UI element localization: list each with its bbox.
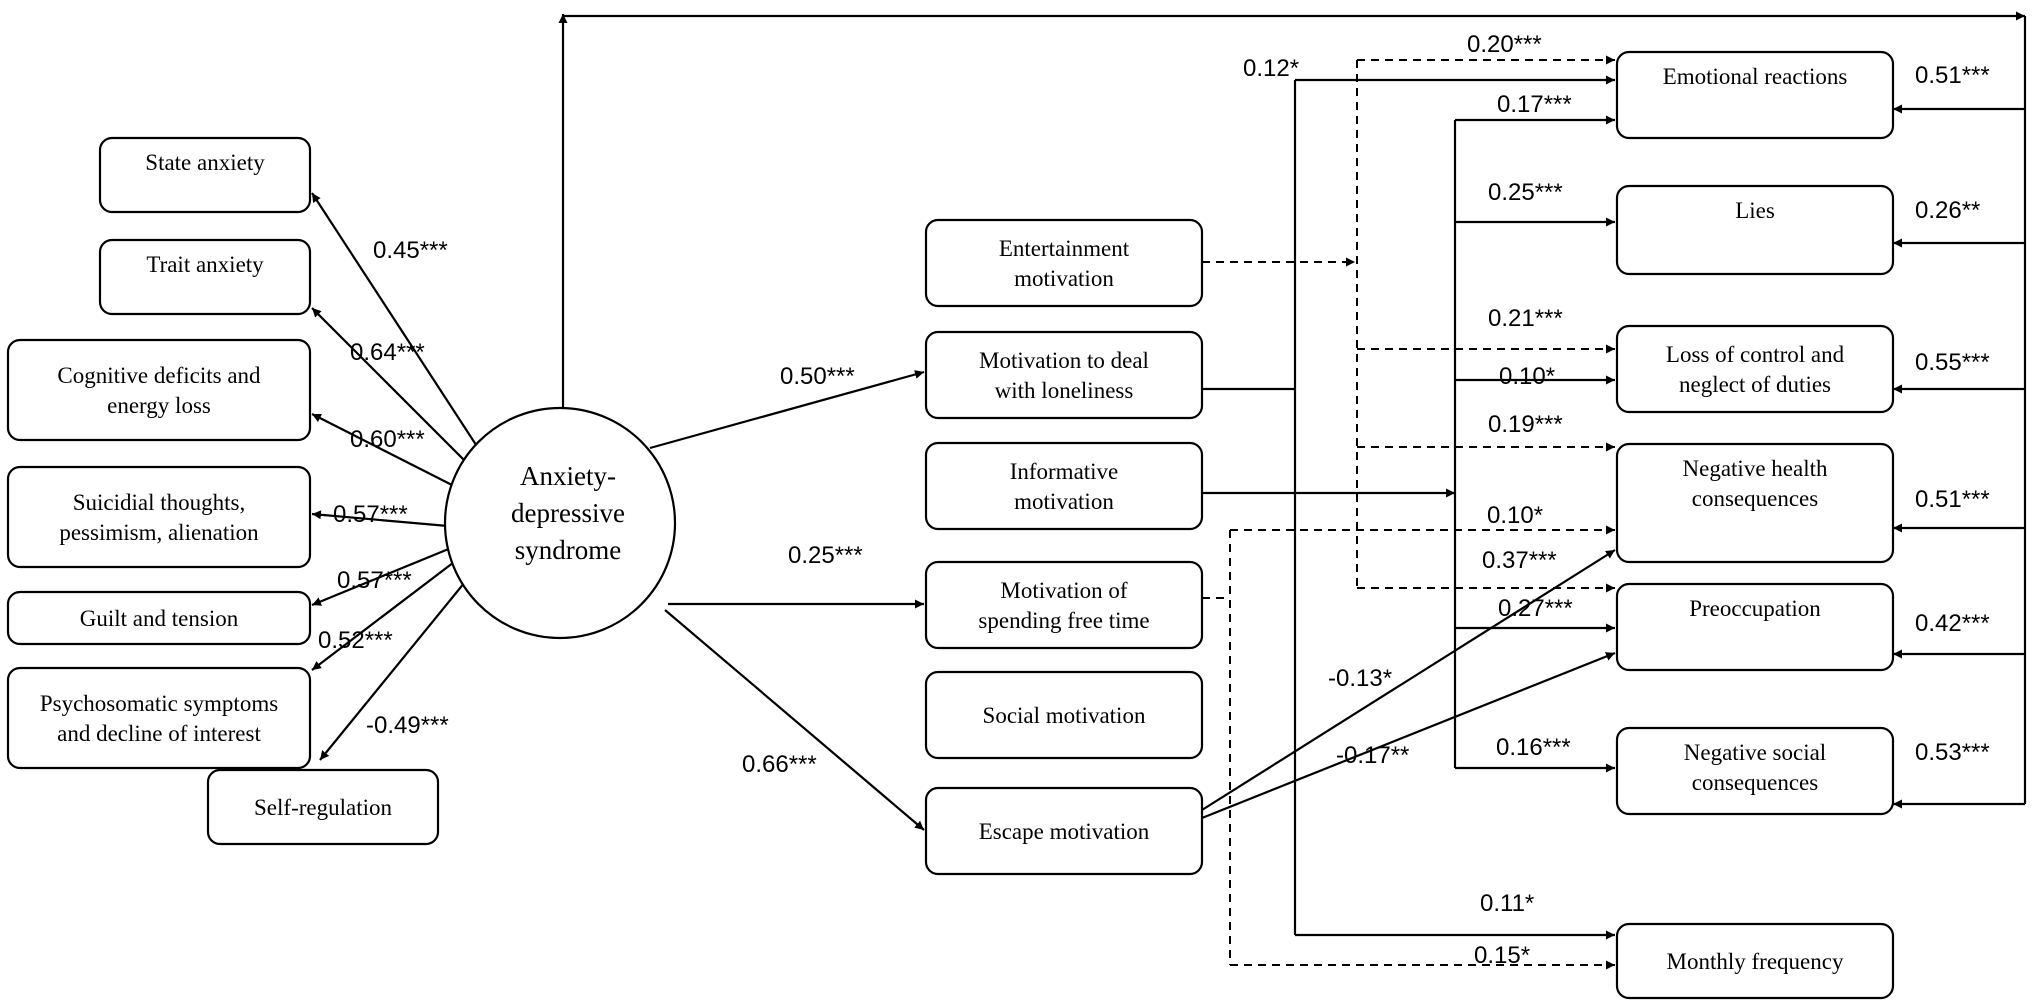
loading-coefficient: 0.57***	[337, 567, 412, 594]
error-coefficient: 0.55***	[1915, 349, 1990, 376]
motivation-box: Motivation to deal with loneliness	[924, 330, 1204, 420]
outcome-box: Preoccupation	[1615, 582, 1895, 672]
indicator-box: Psychosomatic symptoms and decline of int…	[6, 666, 312, 770]
path-coefficient: 0.66***	[742, 751, 817, 778]
motivation-box-label-line: Escape motivation	[979, 819, 1150, 844]
motivation-box: Social motivation	[924, 670, 1204, 760]
outcome-box-label-line: Preoccupation	[1689, 596, 1821, 621]
path-coefficient: 0.10*	[1499, 363, 1555, 390]
path-coefficient: 0.16***	[1496, 734, 1571, 761]
loading-coefficient: 0.64***	[350, 339, 425, 366]
outcome-box-label-line: Emotional reactions	[1663, 64, 1848, 89]
path-coefficient: 0.20***	[1467, 31, 1542, 58]
path-coefficient: 0.19***	[1488, 411, 1563, 438]
outcome-box: Emotional reactions	[1615, 50, 1895, 140]
path-coefficient: -0.17**	[1336, 742, 1409, 769]
escape-to-preoccupation-arrow	[1201, 651, 1616, 820]
loading-coefficient: 0.52***	[318, 627, 393, 654]
center-label-line: Anxiety-	[520, 461, 616, 491]
center-label-line: depressive	[511, 498, 625, 528]
indicator-box: Guilt and tension	[6, 590, 312, 646]
indicator-box-label-line: and decline of interest	[57, 721, 261, 746]
outcome-box: Loss of control and neglect of duties	[1615, 324, 1895, 414]
anxiety-depressive-syndrome-node: Anxiety-depressive syndrome	[443, 406, 677, 640]
indicator-box: State anxiety	[98, 136, 312, 214]
path-coefficient: 0.17***	[1497, 91, 1572, 118]
indicator-box: Self-regulation	[206, 768, 440, 846]
path-coefficient: 0.25***	[788, 542, 863, 569]
center-to-loneliness-arrow	[649, 370, 925, 450]
indicator-box: Suicidial thoughts, pessimism, alienation	[6, 465, 312, 569]
outcome-box: Negative health consequences	[1615, 442, 1895, 564]
motivation-box: Entertainment motivation	[924, 218, 1204, 308]
outcome-box: Negative social consequences	[1615, 726, 1895, 816]
motivation-box: Motivation of spending free time	[924, 560, 1204, 650]
indicator-box-label-line: Psychosomatic symptoms	[40, 691, 278, 716]
loading-arrow	[311, 510, 449, 528]
indicator-box-label-line: Cognitive deficits and	[57, 363, 261, 388]
error-coefficient: 0.42***	[1915, 610, 1990, 637]
path-coefficient: 0.27***	[1498, 595, 1573, 622]
outcome-box-label-line: Lies	[1735, 198, 1775, 223]
indicator-box-label-line: State anxiety	[145, 150, 265, 175]
motivation-box: Escape motivation	[924, 786, 1204, 876]
indicator-box-label-line: Suicidial thoughts,	[73, 490, 246, 515]
loading-coefficient: -0.49***	[366, 712, 449, 739]
error-coefficient: 0.26**	[1915, 197, 1980, 224]
outcome-box-label-line: Loss of control and	[1666, 342, 1845, 367]
path-coefficient: 0.37***	[1482, 547, 1557, 574]
indicator-box-label-line: pessimism, alienation	[59, 520, 259, 545]
motivation-box-label-line: motivation	[1014, 266, 1114, 291]
outcome-box-label-line: Negative social	[1684, 740, 1826, 765]
outcome-box-label-line: Monthly frequency	[1667, 949, 1844, 974]
path-coefficient: 0.50***	[780, 363, 855, 390]
indicator-box-label-line: Trait anxiety	[146, 252, 264, 277]
motivation-box-label-line: spending free time	[978, 608, 1149, 633]
motivation-box-label-line: motivation	[1014, 489, 1114, 514]
motivation-box-label-line: Motivation of	[1000, 578, 1127, 603]
outcome-box-label-line: neglect of duties	[1679, 372, 1831, 397]
outcome-box: Lies	[1615, 184, 1895, 276]
path-coefficient: -0.13*	[1328, 665, 1392, 692]
loading-arrow	[311, 192, 483, 455]
outcome-box-label-line: consequences	[1692, 486, 1818, 511]
center-to-escape-arrow	[664, 609, 925, 831]
outcome-box-label-line: consequences	[1692, 770, 1818, 795]
motivation-box-label-line: Entertainment	[999, 236, 1130, 261]
indicator-box-label-line: energy loss	[107, 393, 211, 418]
indicator-box-label-line: Guilt and tension	[80, 606, 239, 631]
indicator-box: Cognitive deficits and energy loss	[6, 338, 312, 442]
loading-arrow	[311, 546, 452, 607]
indicator-box-label-line: Self-regulation	[254, 795, 392, 820]
motivation-box-label-line: Motivation to deal	[979, 348, 1149, 373]
loading-arrow	[311, 307, 466, 462]
path-coefficient: 0.25***	[1488, 179, 1563, 206]
error-coefficient: 0.51***	[1915, 486, 1990, 513]
path-coefficient: 0.12*	[1243, 55, 1299, 82]
error-coefficient: 0.53***	[1915, 739, 1990, 766]
motivation-box-label-line: Social motivation	[983, 703, 1146, 728]
loading-arrow	[311, 413, 453, 486]
escape-to-health-arrow	[1201, 549, 1616, 811]
path-coefficient: 0.11*	[1480, 890, 1534, 917]
loading-arrow	[319, 565, 479, 761]
motivation-box-label-line: Informative	[1010, 459, 1119, 484]
error-coefficient: 0.51***	[1915, 62, 1990, 89]
motivation-box-label-line: with loneliness	[995, 378, 1134, 403]
loading-coefficient: 0.60***	[350, 426, 425, 453]
motivation-box: Informative motivation	[924, 441, 1204, 531]
outcome-box: Monthly frequency	[1615, 922, 1895, 1000]
loading-coefficient: 0.45***	[373, 237, 448, 264]
path-coefficient: 0.15*	[1474, 942, 1530, 969]
outcome-box-label-line: Negative health	[1683, 456, 1828, 481]
path-coefficient: 0.21***	[1488, 305, 1563, 332]
path-coefficient: 0.10*	[1487, 502, 1543, 529]
loading-arrow	[311, 555, 463, 671]
center-label-line: syndrome	[515, 535, 622, 565]
indicator-box: Trait anxiety	[98, 238, 312, 316]
loading-coefficient: 0.57***	[333, 501, 408, 528]
